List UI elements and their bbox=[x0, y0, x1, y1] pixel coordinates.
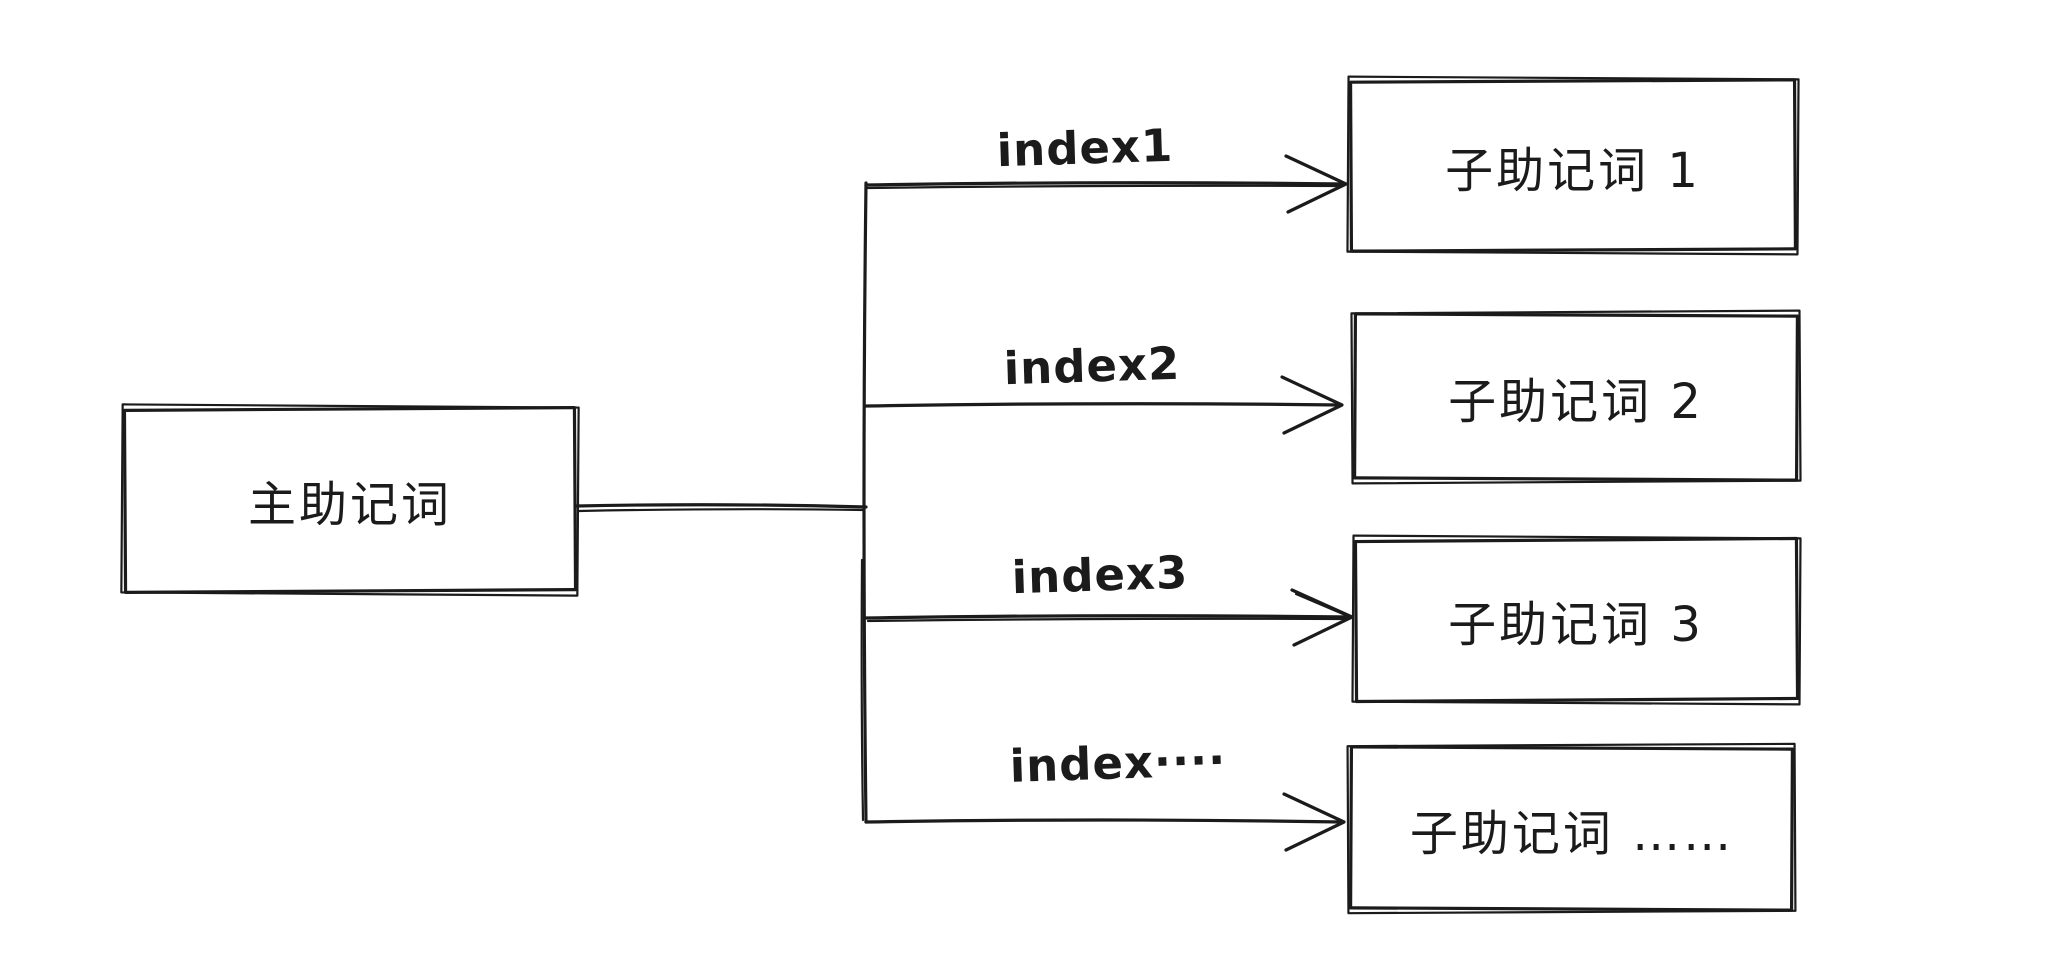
edge-arrow-2 bbox=[864, 375, 1344, 435]
child-node-3-label: 子助记词 3 bbox=[1448, 597, 1704, 653]
edge-label-2: index2 bbox=[1002, 336, 1182, 396]
edge-label-3: index3 bbox=[1010, 545, 1190, 605]
edge-arrow-1 bbox=[864, 154, 1348, 214]
child-node-4-box bbox=[1346, 742, 1797, 915]
edge-label-1: index1 bbox=[995, 118, 1175, 178]
child-node-3-box bbox=[1351, 534, 1802, 706]
arrowhead-4 bbox=[1282, 792, 1346, 852]
arrowhead-2 bbox=[1280, 375, 1344, 435]
edge-label-4: index···· bbox=[1008, 733, 1228, 793]
main-node-box bbox=[120, 403, 580, 597]
edge-arrow-3 bbox=[864, 588, 1354, 647]
arrowhead-1 bbox=[1284, 154, 1348, 214]
edge-arrow-4 bbox=[864, 792, 1346, 852]
child-node-1-box bbox=[1346, 75, 1800, 256]
child-node-2-box bbox=[1350, 309, 1802, 485]
trunk-line bbox=[860, 181, 868, 824]
child-node-1-label: 子助记词 1 bbox=[1445, 143, 1701, 199]
child-node-4-label: 子助记词 …… bbox=[1409, 806, 1735, 862]
connector-line bbox=[575, 503, 868, 513]
main-node-label: 主助记词 bbox=[247, 477, 453, 533]
child-node-2-label: 子助记词 2 bbox=[1448, 374, 1704, 430]
